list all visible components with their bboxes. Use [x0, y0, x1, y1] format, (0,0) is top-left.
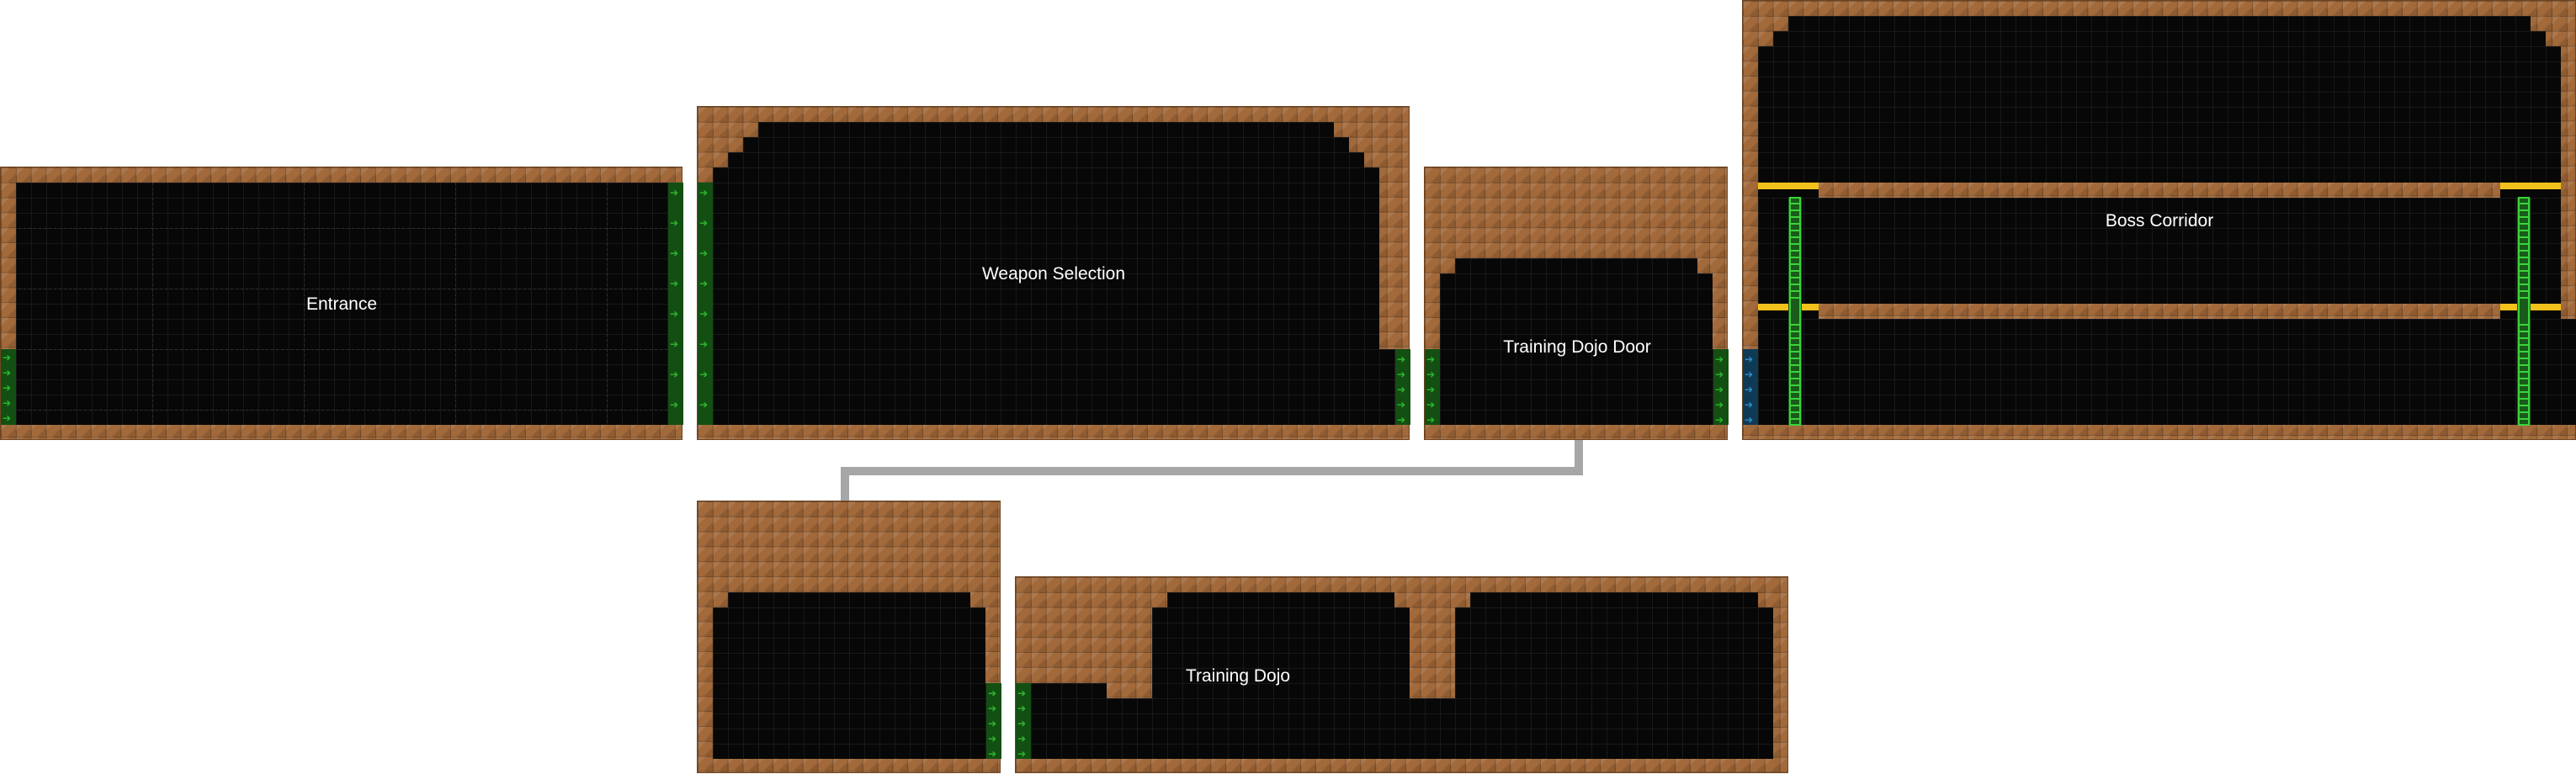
room-boss-corridor[interactable]: ➔ ➔ ➔ ➔ ➔ Boss Corridor — [1742, 0, 2576, 440]
room-entrance[interactable]: ➔ ➔ ➔ ➔ ➔ ➔ ➔ ➔ ➔ ➔ ➔ ➔ ➔ Entrance — [0, 167, 683, 440]
svg-text:➔: ➔ — [670, 278, 678, 289]
room-interior: ➔ ➔ ➔ ➔ ➔ — [713, 592, 1001, 760]
room-training-dojo-entry[interactable]: ➔ ➔ ➔ ➔ ➔ — [697, 501, 1001, 773]
svg-text:➔: ➔ — [1715, 384, 1724, 395]
svg-text:➔: ➔ — [1397, 353, 1405, 365]
svg-text:➔: ➔ — [1426, 399, 1435, 411]
svg-text:➔: ➔ — [1745, 414, 1753, 426]
svg-text:➔: ➔ — [3, 367, 11, 379]
svg-text:➔: ➔ — [1017, 702, 1026, 714]
svg-text:➔: ➔ — [988, 687, 996, 699]
svg-text:➔: ➔ — [3, 352, 11, 363]
room-interior: ➔ ➔ ➔ ➔ ➔ ➔ ➔ ➔ ➔ ➔ — [1425, 258, 1729, 426]
exit-marker-right[interactable]: ➔ ➔ ➔ ➔ ➔ ➔ ➔ ➔ — [668, 183, 683, 425]
svg-text:➔: ➔ — [1397, 384, 1405, 395]
svg-text:➔: ➔ — [1745, 399, 1753, 411]
svg-text:➔: ➔ — [1397, 414, 1405, 426]
svg-text:➔: ➔ — [699, 368, 708, 380]
exit-marker-right[interactable]: ➔ ➔ ➔ ➔ ➔ — [1395, 349, 1410, 426]
svg-text:➔: ➔ — [1426, 368, 1435, 380]
svg-text:➔: ➔ — [1017, 748, 1026, 760]
svg-text:➔: ➔ — [988, 733, 996, 745]
svg-text:➔: ➔ — [1715, 368, 1724, 380]
exit-marker-left[interactable]: ➔ ➔ ➔ ➔ ➔ — [1016, 683, 1031, 760]
ladder-left[interactable] — [1788, 197, 1802, 426]
room-connector-vertical-bottom — [841, 467, 849, 501]
exit-marker-left[interactable]: ➔ ➔ ➔ ➔ ➔ — [1, 349, 16, 425]
svg-text:➔: ➔ — [699, 217, 708, 229]
svg-text:➔: ➔ — [699, 399, 708, 411]
exit-marker-left[interactable]: ➔ ➔ ➔ ➔ ➔ ➔ ➔ ➔ — [698, 183, 713, 425]
svg-text:➔: ➔ — [1426, 353, 1435, 365]
room-connector-vertical-top — [1575, 440, 1583, 475]
svg-text:➔: ➔ — [670, 399, 678, 411]
ladder-right[interactable] — [2517, 197, 2531, 426]
svg-text:➔: ➔ — [1745, 353, 1753, 365]
exit-marker-left[interactable]: ➔ ➔ ➔ ➔ ➔ — [1425, 349, 1440, 426]
room-training-dojo-door[interactable]: ➔ ➔ ➔ ➔ ➔ ➔ ➔ ➔ ➔ ➔ Training Dojo Door — [1424, 167, 1729, 440]
room-interior: ➔ ➔ ➔ ➔ ➔ — [1016, 592, 1773, 760]
svg-text:➔: ➔ — [670, 187, 678, 199]
svg-text:➔: ➔ — [699, 247, 708, 259]
svg-text:➔: ➔ — [670, 217, 678, 229]
svg-text:➔: ➔ — [1715, 353, 1724, 365]
svg-text:➔: ➔ — [1397, 368, 1405, 380]
svg-text:➔: ➔ — [988, 718, 996, 729]
exit-marker-right[interactable]: ➔ ➔ ➔ ➔ ➔ — [986, 683, 1001, 760]
svg-text:➔: ➔ — [1745, 368, 1753, 380]
svg-text:➔: ➔ — [3, 412, 11, 424]
svg-text:➔: ➔ — [699, 187, 708, 199]
svg-text:➔: ➔ — [1715, 414, 1724, 426]
room-connector-horizontal — [841, 467, 1583, 475]
svg-text:➔: ➔ — [699, 338, 708, 350]
svg-text:➔: ➔ — [1397, 399, 1405, 411]
svg-text:➔: ➔ — [1426, 384, 1435, 395]
svg-text:➔: ➔ — [670, 308, 678, 320]
svg-text:➔: ➔ — [1745, 384, 1753, 395]
svg-text:➔: ➔ — [670, 247, 678, 259]
room-interior: ➔ ➔ ➔ ➔ ➔ — [1743, 16, 2576, 426]
svg-text:➔: ➔ — [670, 368, 678, 380]
room-training-dojo[interactable]: ➔ ➔ ➔ ➔ ➔ Training Dojo — [1015, 576, 1788, 773]
svg-text:➔: ➔ — [1017, 718, 1026, 729]
svg-text:➔: ➔ — [670, 338, 678, 350]
svg-text:➔: ➔ — [1017, 687, 1026, 699]
svg-text:➔: ➔ — [699, 308, 708, 320]
exit-marker-right[interactable]: ➔ ➔ ➔ ➔ ➔ — [1713, 349, 1729, 426]
svg-text:➔: ➔ — [1715, 399, 1724, 411]
svg-text:➔: ➔ — [699, 278, 708, 289]
svg-text:➔: ➔ — [988, 748, 996, 760]
svg-text:➔: ➔ — [1017, 733, 1026, 745]
room-interior: ➔ ➔ ➔ ➔ ➔ ➔ ➔ ➔ ➔ ➔ ➔ ➔ ➔ — [698, 122, 1410, 426]
svg-text:➔: ➔ — [988, 702, 996, 714]
exit-marker-left-blue[interactable]: ➔ ➔ ➔ ➔ ➔ — [1743, 349, 1758, 426]
svg-text:➔: ➔ — [3, 382, 11, 394]
svg-text:➔: ➔ — [3, 397, 11, 409]
room-weapon-selection[interactable]: ➔ ➔ ➔ ➔ ➔ ➔ ➔ ➔ ➔ ➔ ➔ ➔ ➔ Weapon Selecti… — [697, 106, 1410, 440]
room-interior: ➔ ➔ ➔ ➔ ➔ ➔ ➔ ➔ ➔ ➔ ➔ ➔ ➔ — [1, 183, 683, 425]
svg-text:➔: ➔ — [1426, 414, 1435, 426]
